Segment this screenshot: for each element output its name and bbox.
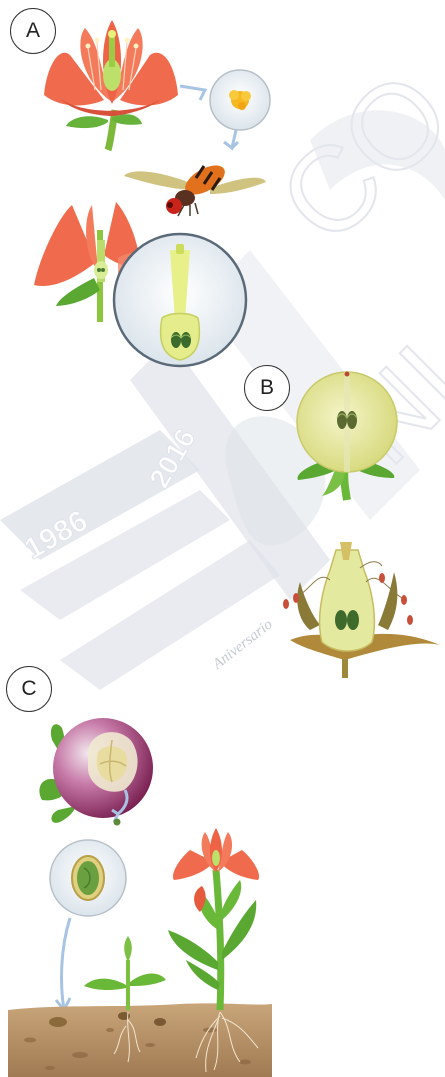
fruit-cross-section-purple xyxy=(39,718,153,823)
mature-flowering-plant xyxy=(168,828,260,1073)
falling-seed xyxy=(113,818,121,826)
stage-label-a: A xyxy=(10,8,56,54)
watermark xyxy=(0,110,445,690)
arrow-to-insect xyxy=(223,129,240,151)
flower-cutaway xyxy=(34,202,140,322)
stage-label-c: C xyxy=(6,666,52,712)
arrow-to-pollen xyxy=(179,84,208,101)
fruit-dehiscent xyxy=(283,542,440,678)
pollen-zoom-circle xyxy=(209,69,271,131)
fruit-developing xyxy=(296,371,398,501)
ovary-zoom-circle xyxy=(112,232,248,368)
stage-label-b: B xyxy=(244,365,290,411)
arrow-to-soil xyxy=(54,917,72,1016)
soil-ground xyxy=(8,1003,272,1077)
hoverfly-pollinator xyxy=(124,165,266,217)
seed-zoom-circle xyxy=(49,839,127,917)
flower-open-top xyxy=(44,20,178,152)
seedling xyxy=(84,936,166,1063)
watermark-word-co: CO xyxy=(254,46,445,268)
